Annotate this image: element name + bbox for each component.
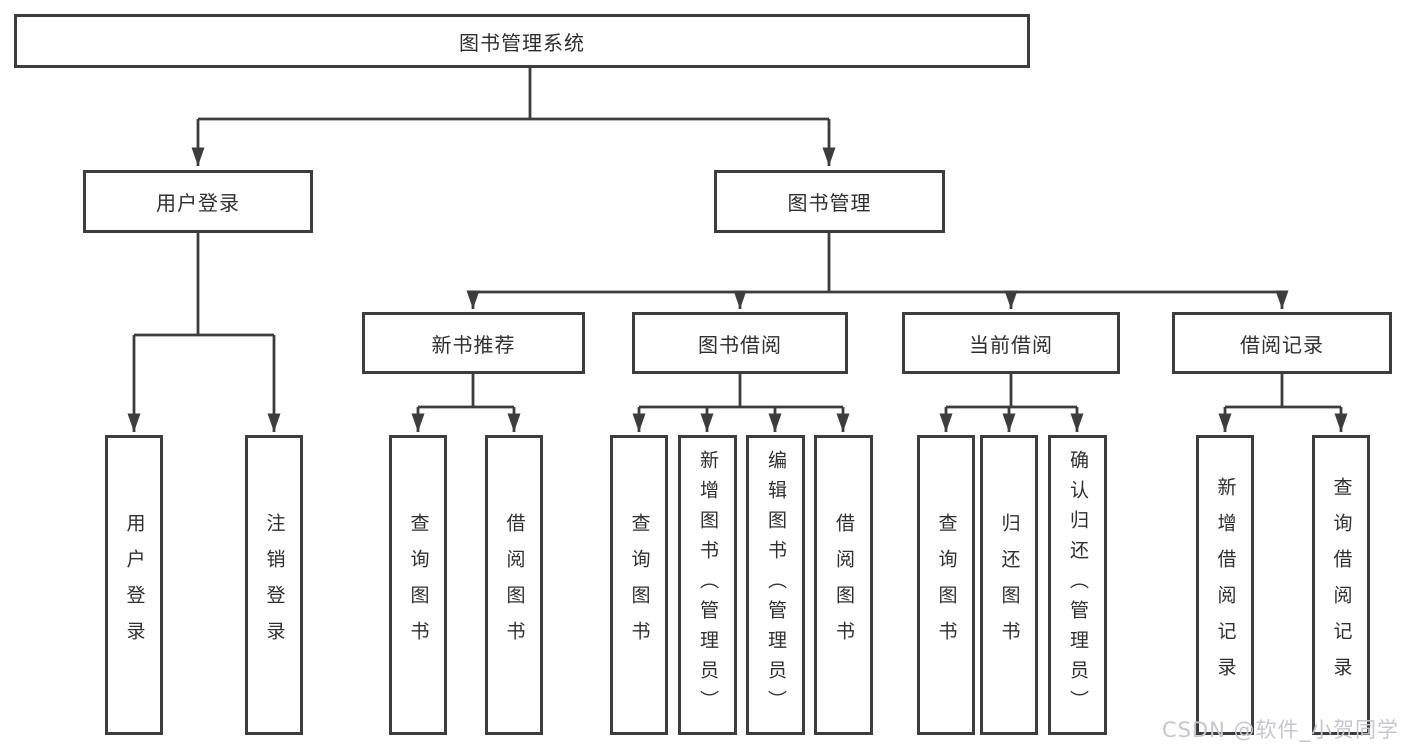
leaf-confirm-return-admin: 确认归还（管理员） <box>1048 435 1107 735</box>
leaf-borrow-book-recommend: 借阅图书 <box>485 435 543 735</box>
leaf-add-borrow-record: 新增借阅记录 <box>1196 435 1254 735</box>
leaf-query-book-current: 查询图书 <box>917 435 975 735</box>
node-book-borrow: 图书借阅 <box>632 312 848 374</box>
leaf-user-login: 用户登录 <box>105 435 163 735</box>
leaf-return-book: 归还图书 <box>980 435 1038 735</box>
csdn-watermark: CSDN @软件_小贺同学 <box>1161 718 1399 742</box>
node-book-management: 图书管理 <box>714 170 945 233</box>
node-current-borrow: 当前借阅 <box>902 312 1120 374</box>
node-new-book-recommend: 新书推荐 <box>362 312 585 374</box>
leaf-logout-login: 注销登录 <box>245 435 303 735</box>
connector-lines <box>127 68 1348 432</box>
leaf-query-book-borrow: 查询图书 <box>610 435 668 735</box>
node-root: 图书管理系统 <box>14 14 1030 68</box>
leaf-add-book-admin: 新增图书（管理员） <box>678 435 737 735</box>
leaf-borrow-book: 借阅图书 <box>814 435 873 735</box>
leaf-query-borrow-record: 查询借阅记录 <box>1312 435 1370 735</box>
node-user-login: 用户登录 <box>83 170 313 233</box>
node-borrow-records: 借阅记录 <box>1172 312 1392 374</box>
leaf-edit-book-admin: 编辑图书（管理员） <box>746 435 805 735</box>
leaf-query-book-recommend: 查询图书 <box>389 435 447 735</box>
